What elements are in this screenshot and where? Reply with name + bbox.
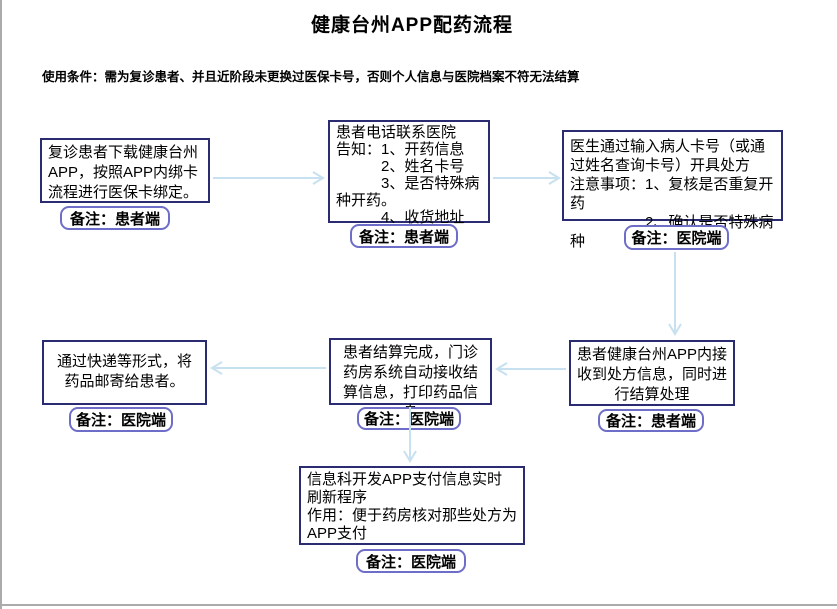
note-pharmacy-print: 备注：医院端 xyxy=(357,407,461,430)
usage-condition-text: 使用条件：需为复诊患者、并且近阶段未更换过医保卡号，否则个人信息与医院档案不符无… xyxy=(42,70,580,84)
page-bottom-edge xyxy=(2,604,837,606)
note-mail-drugs: 备注：医院端 xyxy=(69,407,173,432)
connector-pharmacy-to-mail xyxy=(210,361,326,375)
flow-box-it-development: 信息科开发APP支付信息实时刷新程序 作用：便于药房核对那些处方为APP支付 xyxy=(299,466,525,545)
connector-receive-to-pharmacy xyxy=(495,362,566,376)
flow-box-receive-settle: 患者健康台州APP内接收到处方信息，同时进行结算处理 xyxy=(569,340,735,406)
note-doctor-prescription: 备注：医院端 xyxy=(624,225,729,250)
note-it-development: 备注：医院端 xyxy=(356,549,466,573)
note-phone-contact: 备注：患者端 xyxy=(350,224,458,248)
flow-box-pharmacy-print: 患者结算完成，门诊药房系统自动接收结算信息，打印药品信息 xyxy=(329,338,492,421)
note-download: 备注：患者端 xyxy=(60,206,170,230)
flow-box-phone-contact: 患者电话联系医院 告知：1、开药信息 2、姓名卡号 3、是否特殊病 种开药。 4… xyxy=(328,120,490,226)
flow-box-mail-drugs: 通过快递等形式，将药品邮寄给患者。 xyxy=(42,340,207,405)
note-receive-settle: 备注：患者端 xyxy=(598,409,704,432)
connector-doctor-to-receive xyxy=(668,252,682,336)
flow-box-download: 复诊患者下载健康台州APP，按照APP内绑卡流程进行医保卡绑定。 xyxy=(40,138,210,203)
connector-phone-to-doctor xyxy=(493,171,561,185)
page-title: 健康台州APP配药流程 xyxy=(310,15,514,36)
connector-download-to-phone xyxy=(213,171,325,185)
flow-box-doctor-prescription: 医生通过输入病人卡号（或通过姓名查询卡号）开具处方 注意事项：1、复核是否重复开… xyxy=(562,130,783,250)
